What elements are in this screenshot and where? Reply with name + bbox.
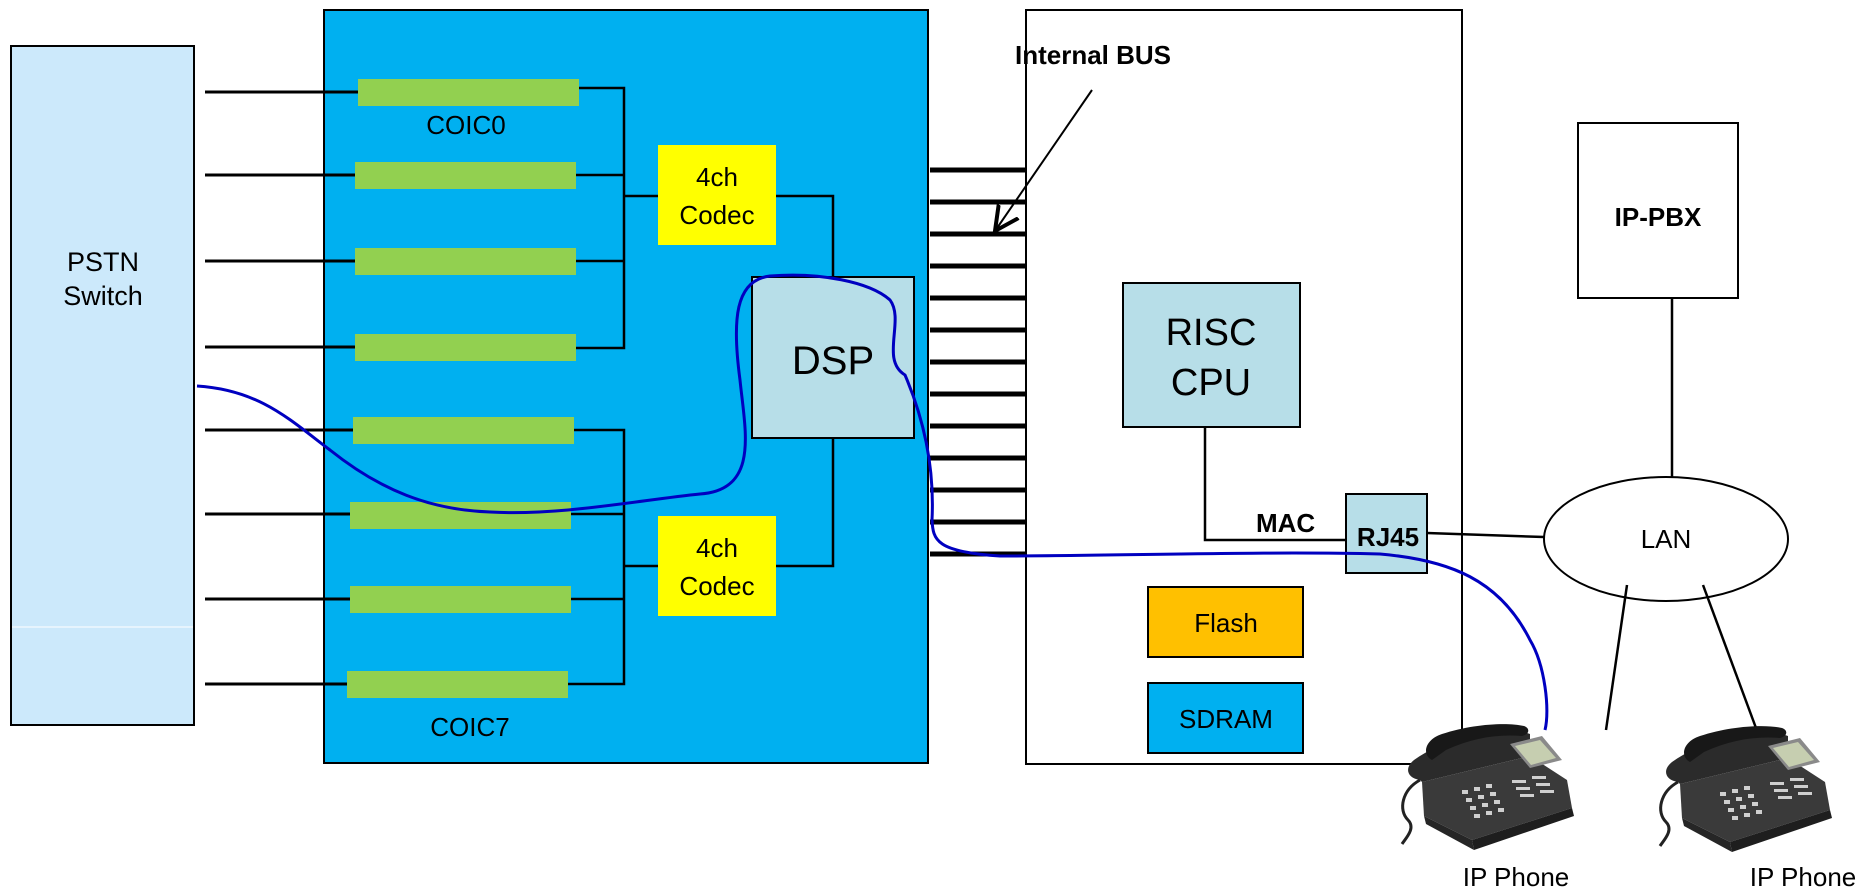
ip-phone-label-1: IP Phone: [1463, 862, 1570, 892]
flash-block: Flash: [1147, 586, 1304, 658]
cpu-mac-line: [1203, 427, 1346, 542]
lan-label: LAN: [1641, 524, 1692, 554]
codec-bottom: 4ch Codec: [658, 516, 776, 616]
coic-chip: [355, 334, 576, 361]
codec-bottom-label-1: 4ch: [696, 533, 738, 563]
coic-bottom-label: COIC7: [430, 712, 509, 742]
dsp-label: DSP: [792, 339, 874, 383]
pstn-lines: [205, 90, 358, 686]
voice-signal-path: [196, 273, 1549, 731]
codec-top-label-2: Codec: [679, 200, 754, 230]
codec-top-label-1: 4ch: [696, 162, 738, 192]
rj45-port: RJ45: [1345, 493, 1428, 574]
pstn-switch: PSTN Switch: [10, 45, 195, 726]
risc-label-2: CPU: [1171, 362, 1251, 404]
lan-cloud: LAN: [1543, 476, 1789, 602]
coic-chips: [347, 79, 579, 698]
sdram-block: SDRAM: [1147, 682, 1304, 754]
ip-phone-icon: [1658, 724, 1834, 854]
coic-chip: [358, 79, 579, 106]
mac-label: MAC: [1256, 508, 1315, 538]
coic-chip: [350, 586, 571, 613]
internal-bus: [930, 167, 1026, 557]
sdram-label: SDRAM: [1179, 704, 1273, 734]
coic-top-label: COIC0: [426, 110, 505, 140]
flash-label: Flash: [1194, 608, 1258, 638]
pstn-label-1: PSTN: [67, 247, 139, 277]
pstn-label-2: Switch: [63, 281, 143, 311]
codec-bottom-label-2: Codec: [679, 571, 754, 601]
lan-phone1-line: [1604, 584, 1629, 731]
codec-top: 4ch Codec: [658, 145, 776, 245]
dsp-block: DSP: [751, 276, 915, 439]
coic-chip: [355, 248, 576, 275]
coic-chip: [353, 417, 574, 444]
coic-codec-wiring: [568, 86, 835, 686]
coic-chip: [347, 671, 568, 698]
risc-label-1: RISC: [1166, 312, 1257, 354]
internal-bus-arrow: [995, 89, 1093, 231]
risc-cpu: RISC CPU: [1122, 282, 1301, 428]
rj45-label: RJ45: [1357, 522, 1419, 552]
rj45-lan-line: [1426, 531, 1545, 539]
coic-chip: [350, 502, 571, 529]
ip-pbx-label: IP-PBX: [1615, 202, 1702, 232]
coic-chip: [355, 162, 576, 189]
lan-phone2-line: [1701, 584, 1758, 729]
ip-pbx: IP-PBX: [1577, 122, 1739, 299]
internal-bus-label: Internal BUS: [1015, 40, 1171, 70]
ip-phone-label-2: IP Phone: [1750, 862, 1857, 892]
